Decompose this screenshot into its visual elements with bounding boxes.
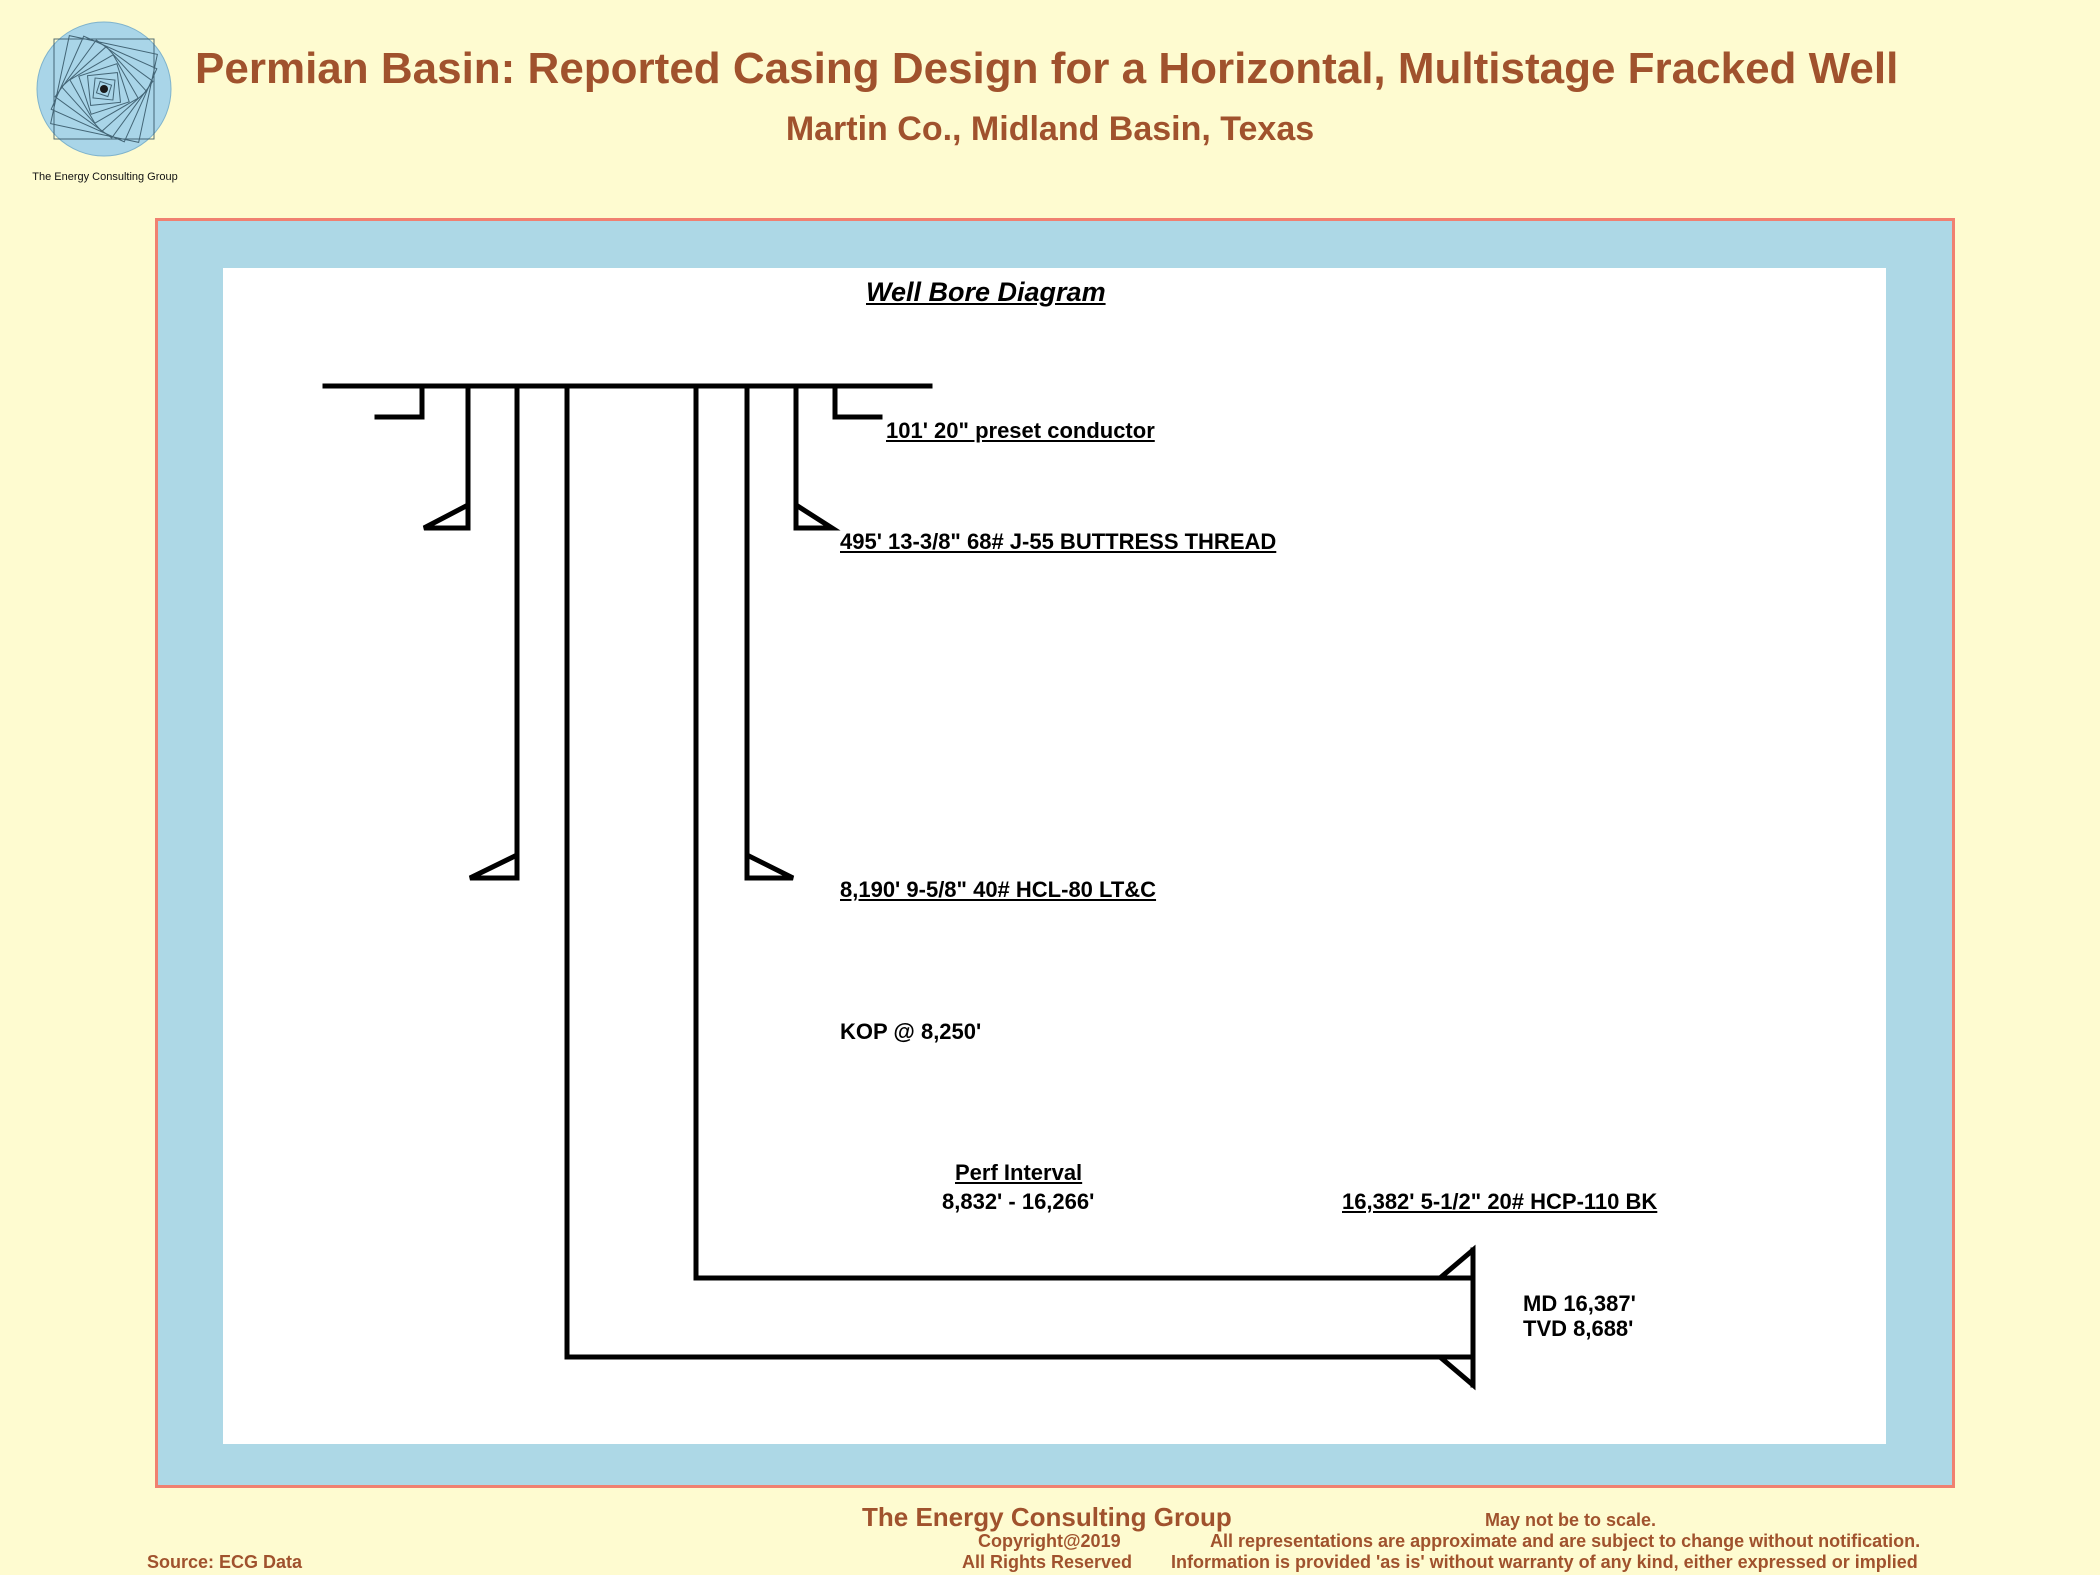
surface-casing-left-shoe: [422, 500, 471, 531]
company-logo: [36, 21, 172, 157]
footer-disclaimer-2: Information is provided 'as is' without …: [1171, 1552, 1918, 1572]
conductor-left: [374, 383, 425, 420]
footer-copyright: Copyright@2019: [978, 1531, 1121, 1551]
kop-label: KOP @ 8,250': [840, 1019, 982, 1044]
surface-casing-label: 495' 13-3/8" 68# J-55 BUTTRESS THREAD: [840, 529, 1277, 554]
intermediate-casing-label: 8,190' 9-5/8" 40# HCL-80 LT&C: [840, 877, 1157, 902]
md-label: MD 16,387': [1523, 1291, 1636, 1316]
logo-caption: The Energy Consulting Group: [32, 171, 178, 183]
conductor-right: [832, 383, 883, 420]
diagram-panel: [223, 268, 1886, 1444]
footer-disclaimer-1: All representations are approximate and …: [1210, 1531, 1921, 1551]
production-casing-top-shoe: [1433, 1244, 1476, 1281]
page-subtitle: Martin Co., Midland Basin, Texas: [785, 110, 1315, 148]
surface-casing-right-shoe: [793, 500, 841, 531]
footer-scale-note: May not be to scale.: [1485, 1510, 1657, 1530]
footer-company: The Energy Consulting Group: [862, 1502, 1232, 1532]
perf-interval-range: 8,832' - 16,266': [942, 1189, 1095, 1214]
intermediate-casing-right-shoe: [744, 850, 795, 881]
production-casing-bottom-shoe: [1433, 1354, 1476, 1391]
production-casing-label: 16,382' 5-1/2" 20# HCP-110 BK: [1342, 1189, 1658, 1214]
tvd-label: TVD 8,688': [1523, 1316, 1634, 1341]
perf-interval-title: Perf Interval: [955, 1160, 1083, 1185]
intermediate-casing-left-shoe: [468, 850, 520, 881]
page-title: Permian Basin: Reported Casing Design fo…: [195, 44, 1899, 93]
production-casing-inner: [693, 383, 1476, 1281]
diagram-title: Well Bore Diagram: [866, 277, 1106, 307]
footer-source: Source: ECG Data: [147, 1552, 303, 1572]
footer-rights: All Rights Reserved: [962, 1552, 1133, 1572]
production-casing-outer: [564, 383, 1476, 1360]
conductor-label: 101' 20" preset conductor: [886, 418, 1155, 443]
